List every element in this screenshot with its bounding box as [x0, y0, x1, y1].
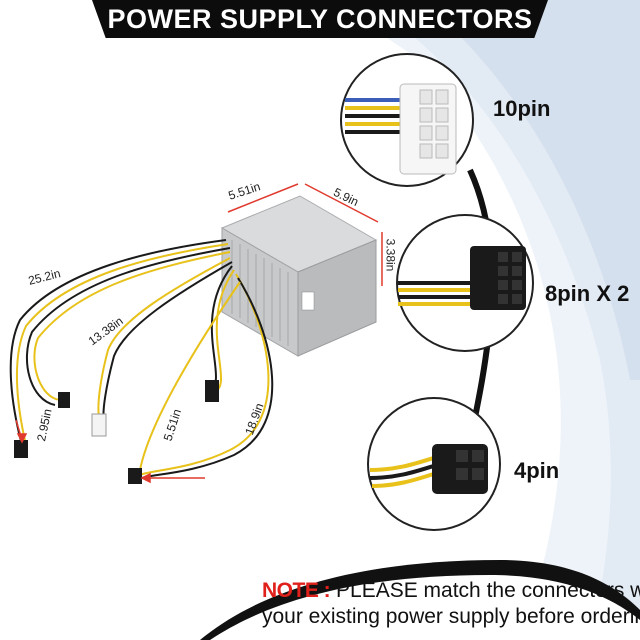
4pin-connector-icon — [367, 397, 501, 531]
connector-label-10pin: 10pin — [493, 96, 551, 121]
note-line-1: NOTE : PLEASE match the connectors with — [262, 578, 640, 604]
cable-bundle — [9, 239, 274, 479]
dimension-arrows — [15, 183, 383, 484]
ordering-note: NOTE : PLEASE match the connectors with … — [262, 578, 640, 630]
connector-end-8pin — [14, 440, 28, 458]
connector-end-8pin-b — [58, 392, 70, 408]
note-key: NOTE : — [262, 579, 331, 602]
note-text-2: your existing power supply before orderi… — [262, 605, 640, 628]
connector-end-10pin — [91, 413, 107, 437]
psu-unit — [220, 195, 378, 357]
page-title: POWER SUPPLY CONNECTORS — [107, 4, 533, 34]
8pin-connector-icon — [396, 214, 534, 352]
header-banner — [92, 0, 548, 38]
header: POWER SUPPLY CONNECTORS — [0, 0, 640, 38]
connector-end-8pin-c — [205, 380, 219, 402]
note-text-1: PLEASE match the connectors with — [330, 579, 640, 602]
connector-label-4pin: 4pin — [514, 458, 560, 483]
dimension-height: 3.38in — [383, 238, 398, 272]
connector-end-4pin — [128, 468, 142, 484]
10pin-connector-icon — [340, 53, 474, 187]
connector-label-8pin: 8pin X 2 — [545, 281, 630, 306]
